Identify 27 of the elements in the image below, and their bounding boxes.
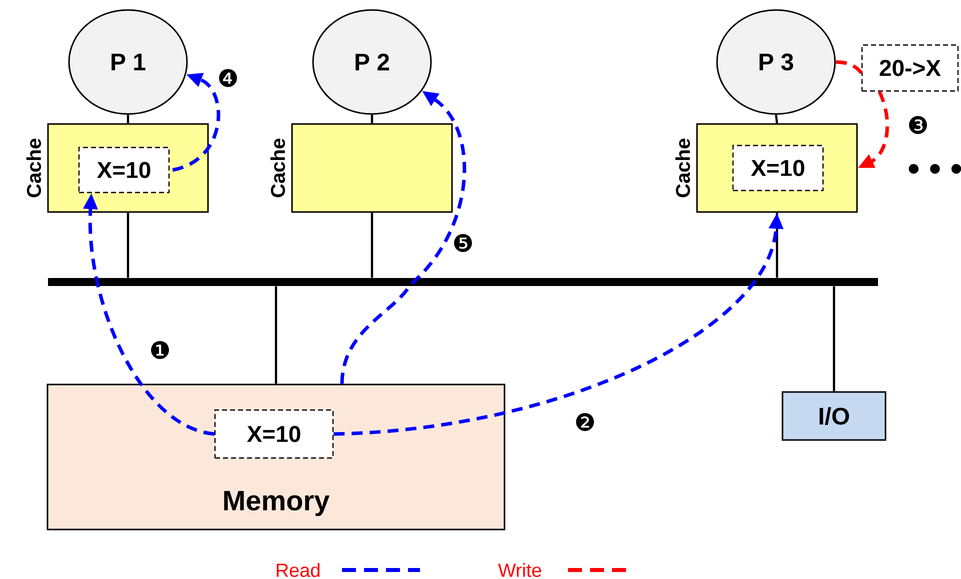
connector-line <box>370 212 374 278</box>
step-number: ❹ <box>216 68 240 88</box>
connector-line <box>274 286 278 384</box>
step-number: ❶ <box>148 340 172 360</box>
connector-line <box>836 60 863 74</box>
legend-label: Read <box>276 563 320 577</box>
value-box: 20->X <box>861 44 959 92</box>
ellipsis-dots: • • • <box>908 164 961 174</box>
bus-bar <box>48 278 878 286</box>
value-box: X=10 <box>732 144 824 192</box>
connector-line <box>126 212 130 278</box>
node-label: Cache <box>675 138 690 198</box>
connector-line <box>774 114 778 124</box>
legend-label: Write <box>498 563 542 577</box>
step-number: ❺ <box>451 233 475 253</box>
step-number: ❷ <box>573 412 597 432</box>
connector-line <box>832 286 836 392</box>
io-box: I/O <box>782 391 886 441</box>
value-box: X=10 <box>214 409 334 459</box>
value-box: X=10 <box>78 146 170 194</box>
connector-line <box>370 114 374 124</box>
cache-box: Cache <box>270 123 453 213</box>
connector-line <box>776 212 778 278</box>
node-label: Cache <box>270 138 286 198</box>
step-number: ❸ <box>906 115 930 135</box>
connector-line <box>126 114 130 124</box>
node-label: Cache <box>26 138 42 198</box>
